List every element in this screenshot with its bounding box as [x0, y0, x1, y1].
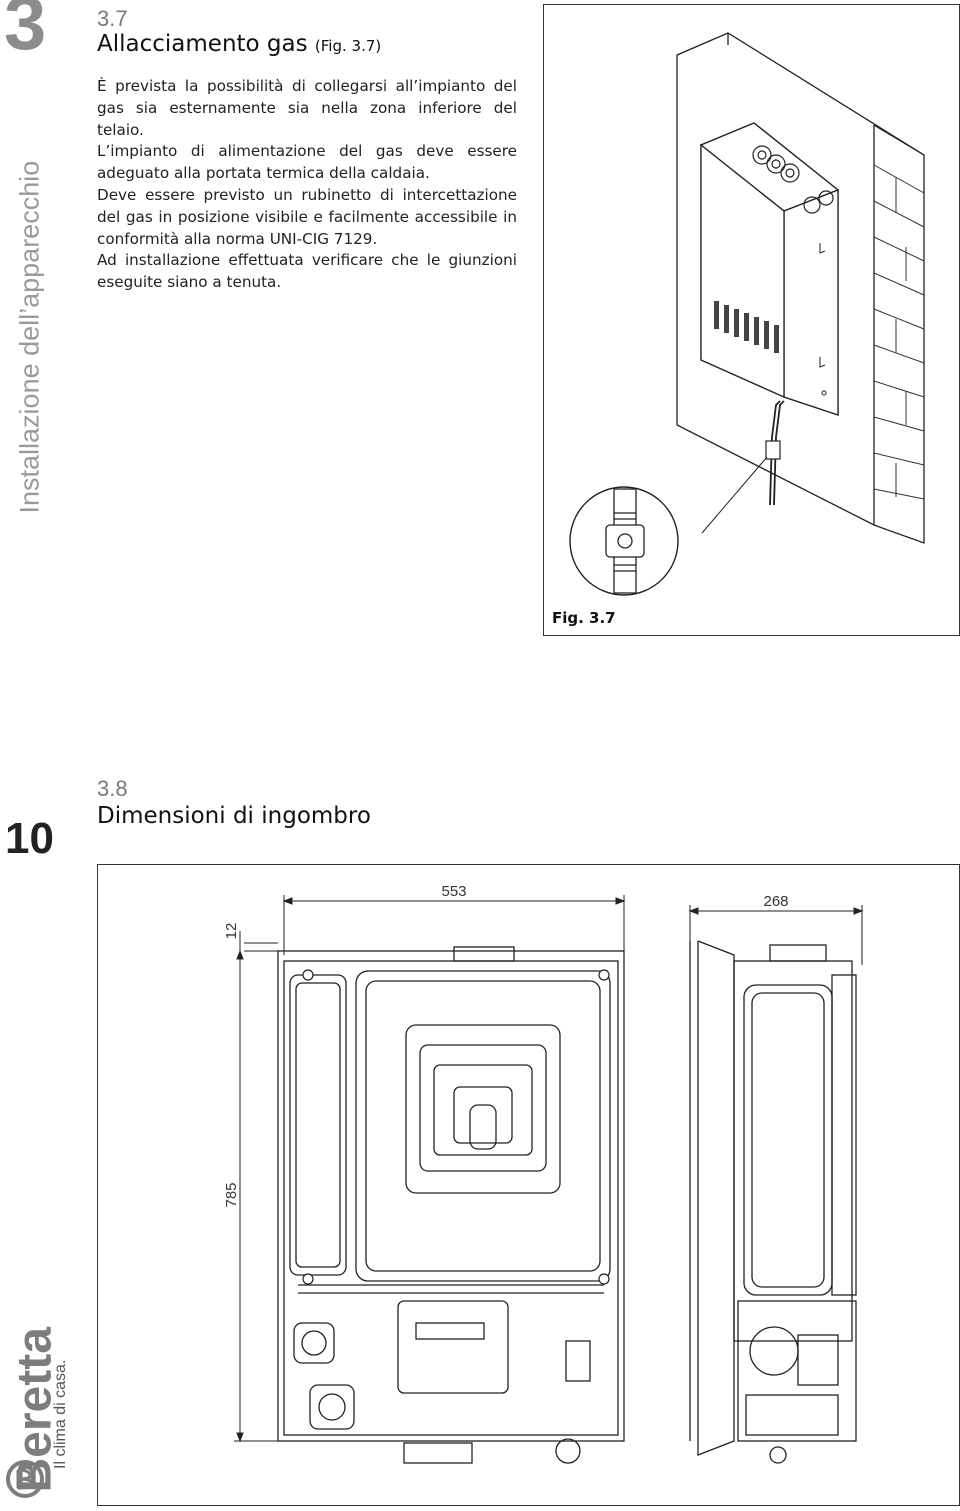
paragraph-1: È prevista la possibilità di collegarsi …	[97, 77, 517, 139]
figure-37-caption: Fig. 3.7	[552, 609, 616, 627]
dim-width-label: 553	[441, 883, 466, 900]
paragraph-2: L’impianto di alimentazione del gas deve…	[97, 142, 517, 183]
section-37-number: 3.7	[97, 6, 128, 31]
section-37-body: È prevista la possibilità di collegarsi …	[97, 76, 517, 294]
boiler-installation-illustration	[569, 32, 925, 596]
chapter-side-title: Installazione dell’apparecchio	[14, 160, 45, 514]
brand-tagline: Il clima di casa.	[52, 1359, 69, 1469]
section-38-title: Dimensioni di ingombro	[97, 803, 371, 829]
dim-depth-label: 268	[763, 893, 788, 910]
section-38-number: 3.8	[97, 776, 128, 801]
brand-emblem-icon	[6, 1460, 44, 1498]
paragraph-3: Deve essere previsto un rubinetto di int…	[97, 185, 517, 248]
dimensions-drawing: 553 268 12 785	[223, 883, 864, 1464]
chapter-number: 3	[4, 0, 47, 66]
figure-37-frame: Fig. 3.7	[543, 4, 960, 636]
dimensions-figure-frame: 553 268 12 785	[97, 864, 960, 1506]
section-37-title-text: Allacciamento gas	[97, 31, 308, 57]
page-number: 10	[5, 814, 54, 863]
section-37-title-ref: (Fig. 3.7)	[314, 37, 382, 55]
dim-top-offset-label: 12	[223, 923, 240, 940]
section-37-title: Allacciamento gas (Fig. 3.7)	[97, 31, 381, 57]
paragraph-4: Ad installazione effettuata verificare c…	[97, 251, 517, 292]
dim-height-label: 785	[223, 1182, 240, 1207]
